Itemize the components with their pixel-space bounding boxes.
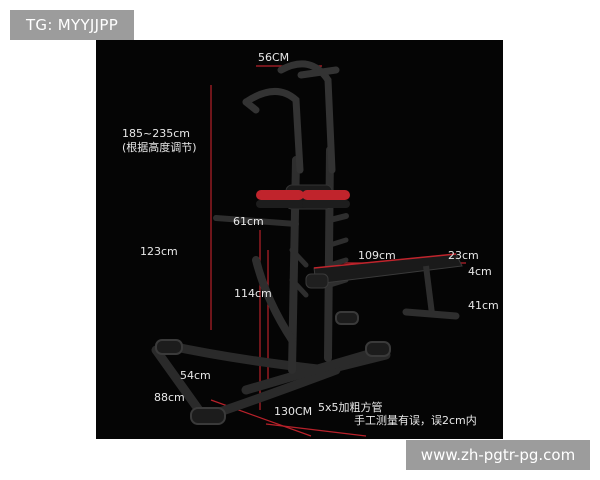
tube-spec-label: 5x5加粗方管 (318, 401, 383, 414)
top-crossbar (297, 66, 340, 79)
watermark-top-badge: TG: MYYJJPP (10, 10, 134, 40)
bench-width-label: 23cm (448, 249, 479, 262)
uprights (252, 146, 334, 374)
foot-roller (305, 273, 329, 289)
pull-up-bars (242, 60, 340, 174)
bench-edge-red (313, 253, 457, 269)
base-depth-label: 88cm (154, 391, 185, 404)
dip-bars (213, 213, 349, 227)
dip-bar-left (213, 215, 299, 227)
arm-pad-left-red (256, 190, 304, 200)
situp-bench (305, 253, 463, 320)
foot-pad-2 (190, 407, 226, 425)
dimension-lines (210, 65, 466, 437)
foot-pad-1 (155, 339, 183, 355)
front-base-rail (241, 347, 381, 395)
dip-width-label: 61cm (233, 215, 264, 228)
bench-leg (423, 265, 435, 315)
bench-foot (402, 308, 460, 320)
pullup-left-handle (242, 88, 304, 174)
foot-pad-4 (335, 311, 359, 325)
pullup-right-handle (277, 60, 336, 174)
left-grip-end (242, 98, 260, 114)
bench-height-label: 41cm (468, 299, 499, 312)
back-support (256, 184, 350, 210)
arm-pad-right-red (302, 190, 350, 200)
bench-thickness-label: 4cm (468, 265, 492, 278)
dip-bar-right (327, 213, 349, 223)
upright-right (324, 146, 334, 362)
height-range-label: 185~235cm (122, 127, 190, 140)
foot-pad-3 (365, 341, 391, 357)
arm-pad-right (302, 200, 350, 208)
pegs (289, 237, 349, 298)
bench-length-label: 109cm (358, 249, 396, 262)
base-length-label: 130CM (274, 405, 313, 418)
measurement-note: 手工测量有误，误2cm内 (354, 414, 477, 427)
foot-pads (155, 311, 391, 425)
base-length-dimension-line (265, 423, 367, 437)
inner-height-label: 114cm (234, 287, 272, 300)
height-note-label: (根据高度调节) (122, 141, 197, 154)
power-tower-illustration (151, 60, 466, 437)
product-photo: 56CM 185~235cm (根据高度调节) 61cm 123cm 109cm… (96, 40, 503, 439)
arm-pad-left (256, 200, 304, 208)
base-inner-label: 54cm (180, 369, 211, 382)
watermark-url-badge: www.zh-pgtr-pg.com (406, 440, 590, 470)
left-support-arc (252, 256, 296, 344)
dip-height-label: 123cm (140, 245, 178, 258)
top-width-label: 56CM (258, 51, 290, 64)
